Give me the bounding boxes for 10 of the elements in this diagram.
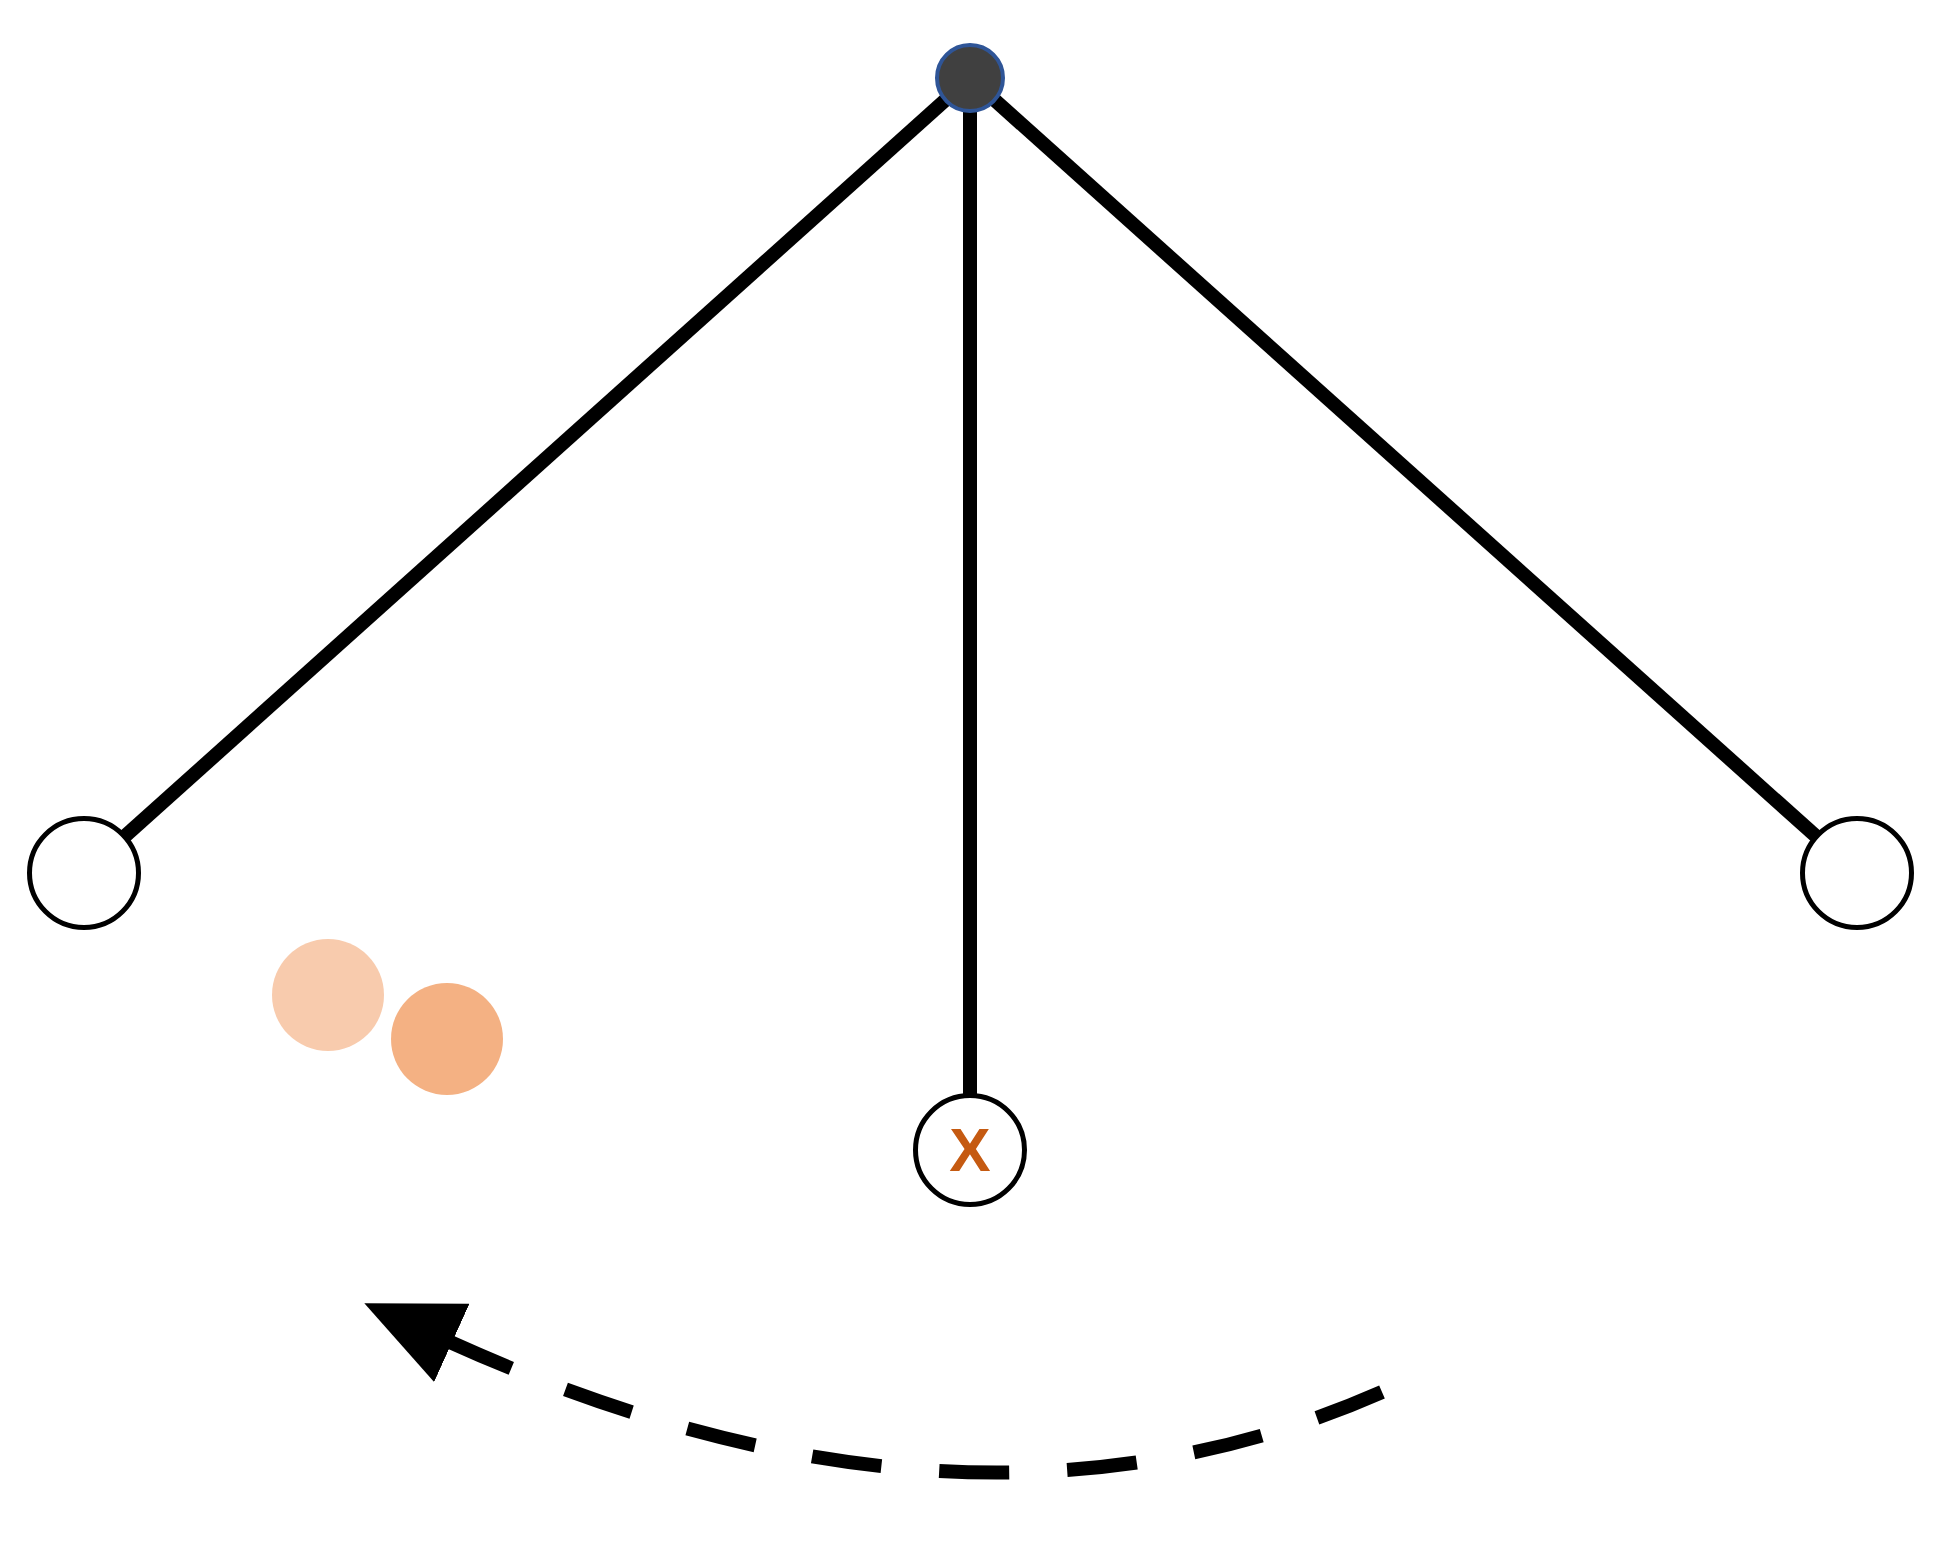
- pendulum-bob: [1800, 816, 1914, 930]
- bob-label: X: [949, 1119, 991, 1181]
- pendulum-bob: [27, 816, 141, 930]
- pendulum-bob: [913, 1093, 1027, 1207]
- pivot-point: [935, 43, 1005, 113]
- faded-bob: [272, 939, 384, 1051]
- pendulum-string: [120, 94, 951, 842]
- faded-bob: [391, 983, 503, 1095]
- pendulum-string: [989, 94, 1821, 842]
- pendulum-string: [963, 111, 977, 1095]
